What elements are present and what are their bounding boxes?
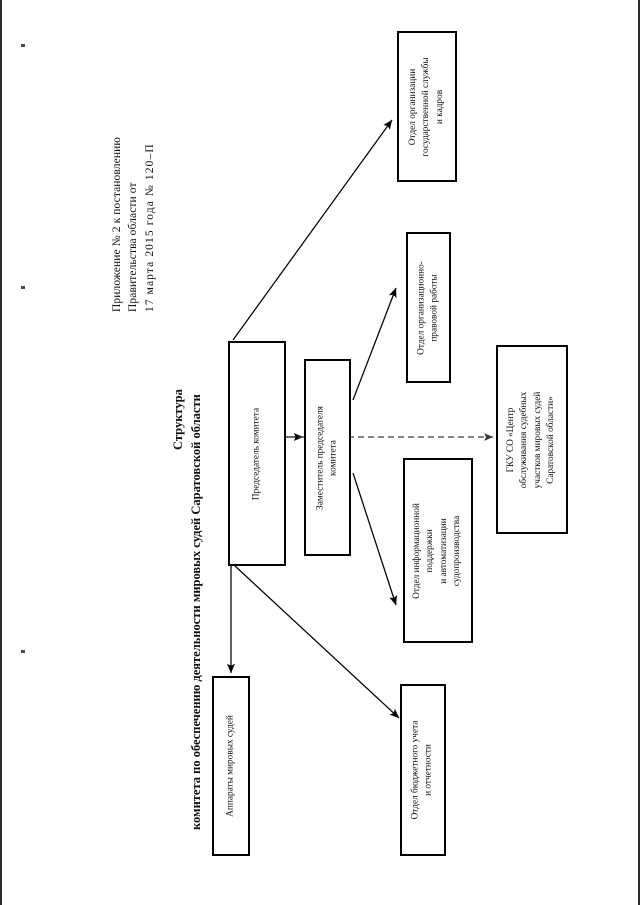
- node-line: государственной службы: [421, 56, 432, 157]
- edge-chairman-to-civil-service: [232, 119, 393, 341]
- node-line: поддержки: [425, 528, 436, 573]
- node-dept-civil-service[interactable]: Отдел организации государственной службы…: [397, 31, 457, 182]
- edge-deputy-to-org-legal: [352, 287, 397, 401]
- page-edge-right: [638, 0, 640, 905]
- node-judge-staff-label: Аппараты мировых судей: [224, 715, 237, 817]
- page-title: Структура: [171, 389, 185, 450]
- header-line-2: Правительства области от: [127, 182, 139, 312]
- scan-artifact-dot: [21, 44, 25, 47]
- edge-chairman-to-budget: [234, 565, 400, 719]
- node-chairman-label: Председатель комитета: [250, 407, 263, 499]
- node-line: Заместитель председателя: [315, 405, 326, 510]
- scan-artifact-dot: [21, 650, 25, 653]
- node-dept-org-legal-label: Отдел организационно- правовой работы: [415, 261, 442, 355]
- header-line-1: Приложение № 2 к постановлению: [111, 136, 123, 312]
- node-deputy[interactable]: Заместитель председателя комитета: [304, 359, 351, 556]
- node-line: Аппараты мировых судей: [225, 715, 236, 817]
- scan-artifact-dot: [21, 286, 25, 289]
- node-line: Отдел информационной: [412, 502, 423, 599]
- node-chairman[interactable]: Председатель комитета: [228, 341, 286, 566]
- node-dept-civil-service-label: Отдел организации государственной службы…: [407, 57, 447, 156]
- node-line: ГКУ СО «Центр: [506, 407, 517, 472]
- node-line: Отдел организации: [407, 68, 418, 145]
- node-line: участков мировых судей: [533, 391, 543, 488]
- node-gku-center[interactable]: ГКУ СО «Центр обслуживания судебных учас…: [496, 345, 568, 534]
- node-line: и кадров: [434, 89, 445, 124]
- node-deputy-label: Заместитель председателя комитета: [314, 406, 341, 510]
- node-dept-budget-label: Отдел бюджетного учета и отчетности: [410, 721, 437, 820]
- node-line: правовой работы: [429, 273, 440, 342]
- header-line-3: 17 марта 2015 года № 120–П: [144, 143, 156, 312]
- node-gku-center-label: ГКУ СО «Центр обслуживания судебных учас…: [505, 391, 559, 488]
- node-dept-it-support-label: Отдел информационной поддержки и автомат…: [411, 503, 465, 599]
- page-subtitle: комитета по обеспечению деятельности мир…: [189, 394, 203, 830]
- node-line: Отдел организационно-: [416, 260, 427, 355]
- node-line: судопроизводства: [452, 515, 463, 586]
- node-line: обслуживания судебных: [519, 391, 530, 488]
- node-line: комитета: [328, 439, 339, 476]
- node-line: и автоматизации: [439, 517, 449, 584]
- node-dept-org-legal[interactable]: Отдел организационно- правовой работы: [406, 232, 451, 383]
- node-line: Саратовской области»: [546, 395, 557, 484]
- node-line: и отчетности: [424, 744, 434, 796]
- edge-deputy-to-it-support: [352, 472, 397, 606]
- node-line: Отдел бюджетного учета: [410, 720, 421, 820]
- node-line: Председатель комитета: [251, 407, 262, 500]
- page-edge-left: [0, 0, 2, 905]
- node-dept-budget[interactable]: Отдел бюджетного учета и отчетности: [400, 684, 446, 856]
- node-dept-it-support[interactable]: Отдел информационной поддержки и автомат…: [403, 458, 473, 643]
- node-judge-staff[interactable]: Аппараты мировых судей: [212, 676, 250, 856]
